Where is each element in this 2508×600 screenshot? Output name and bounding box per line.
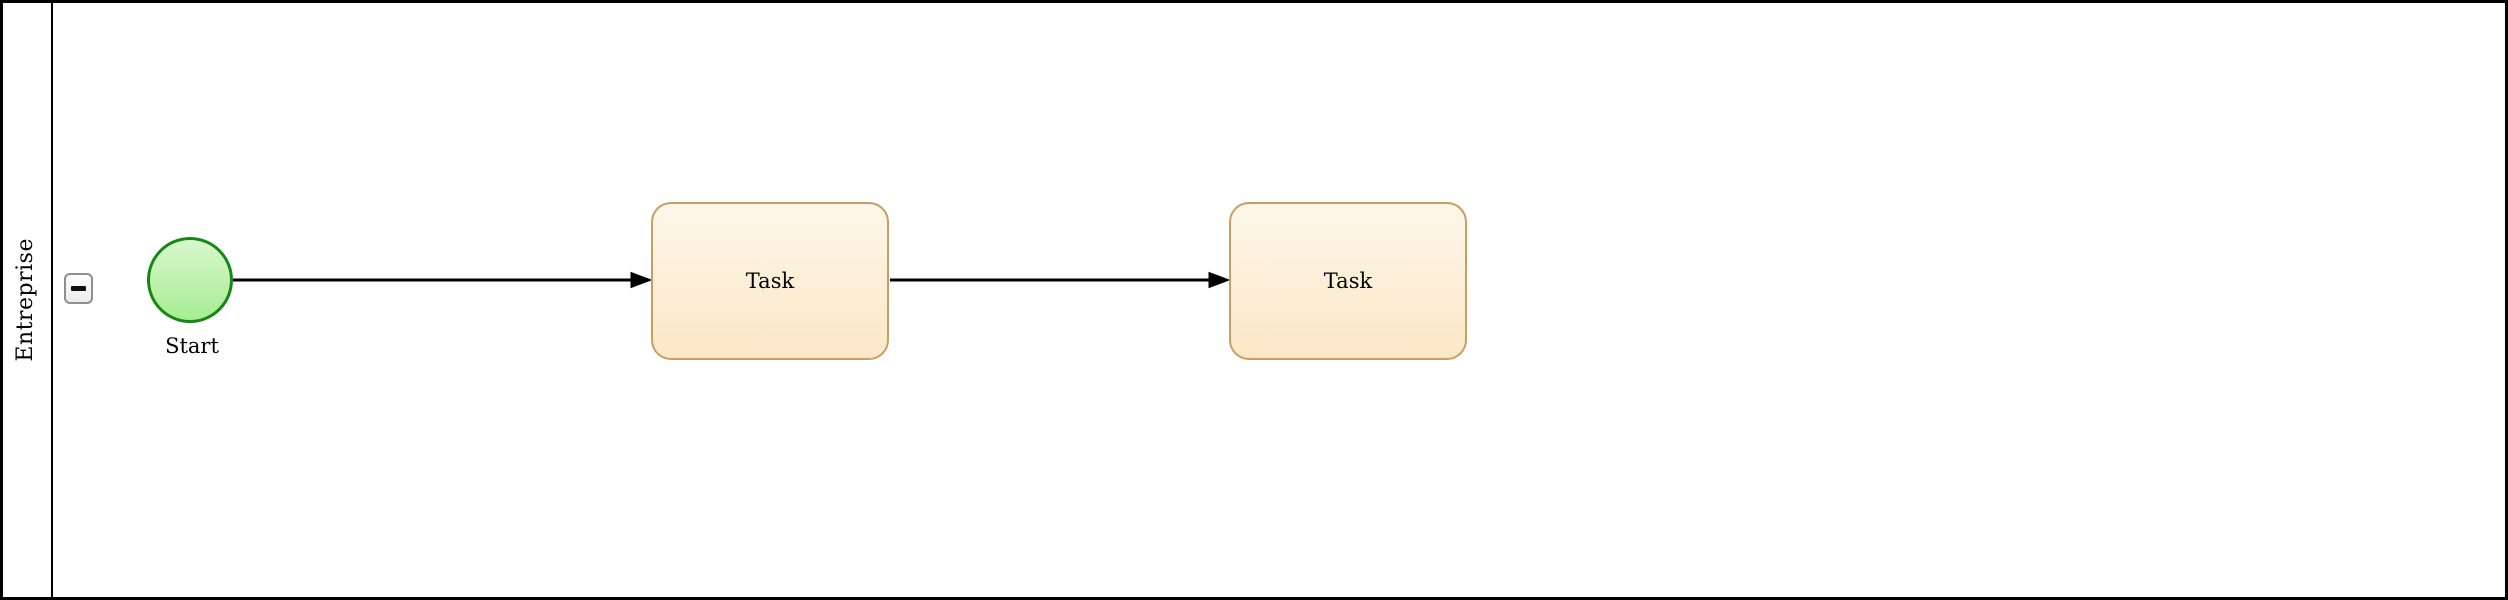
arrowhead-icon — [1208, 271, 1231, 289]
task-2[interactable]: Task — [1229, 202, 1467, 360]
pool-header[interactable]: Entreprise — [0, 0, 53, 600]
sequence-flow-task1-to-task2[interactable] — [890, 271, 1231, 289]
start-event[interactable] — [147, 237, 233, 323]
task-1[interactable]: Task — [651, 202, 889, 360]
minus-icon — [71, 286, 86, 291]
pool-collapse-button[interactable] — [64, 273, 93, 304]
start-event-label: Start — [165, 334, 219, 358]
task-2-label: Task — [1323, 269, 1373, 293]
arrowhead-icon — [630, 271, 653, 289]
sequence-flow-start-to-task1[interactable] — [233, 271, 653, 289]
task-1-label: Task — [745, 269, 795, 293]
